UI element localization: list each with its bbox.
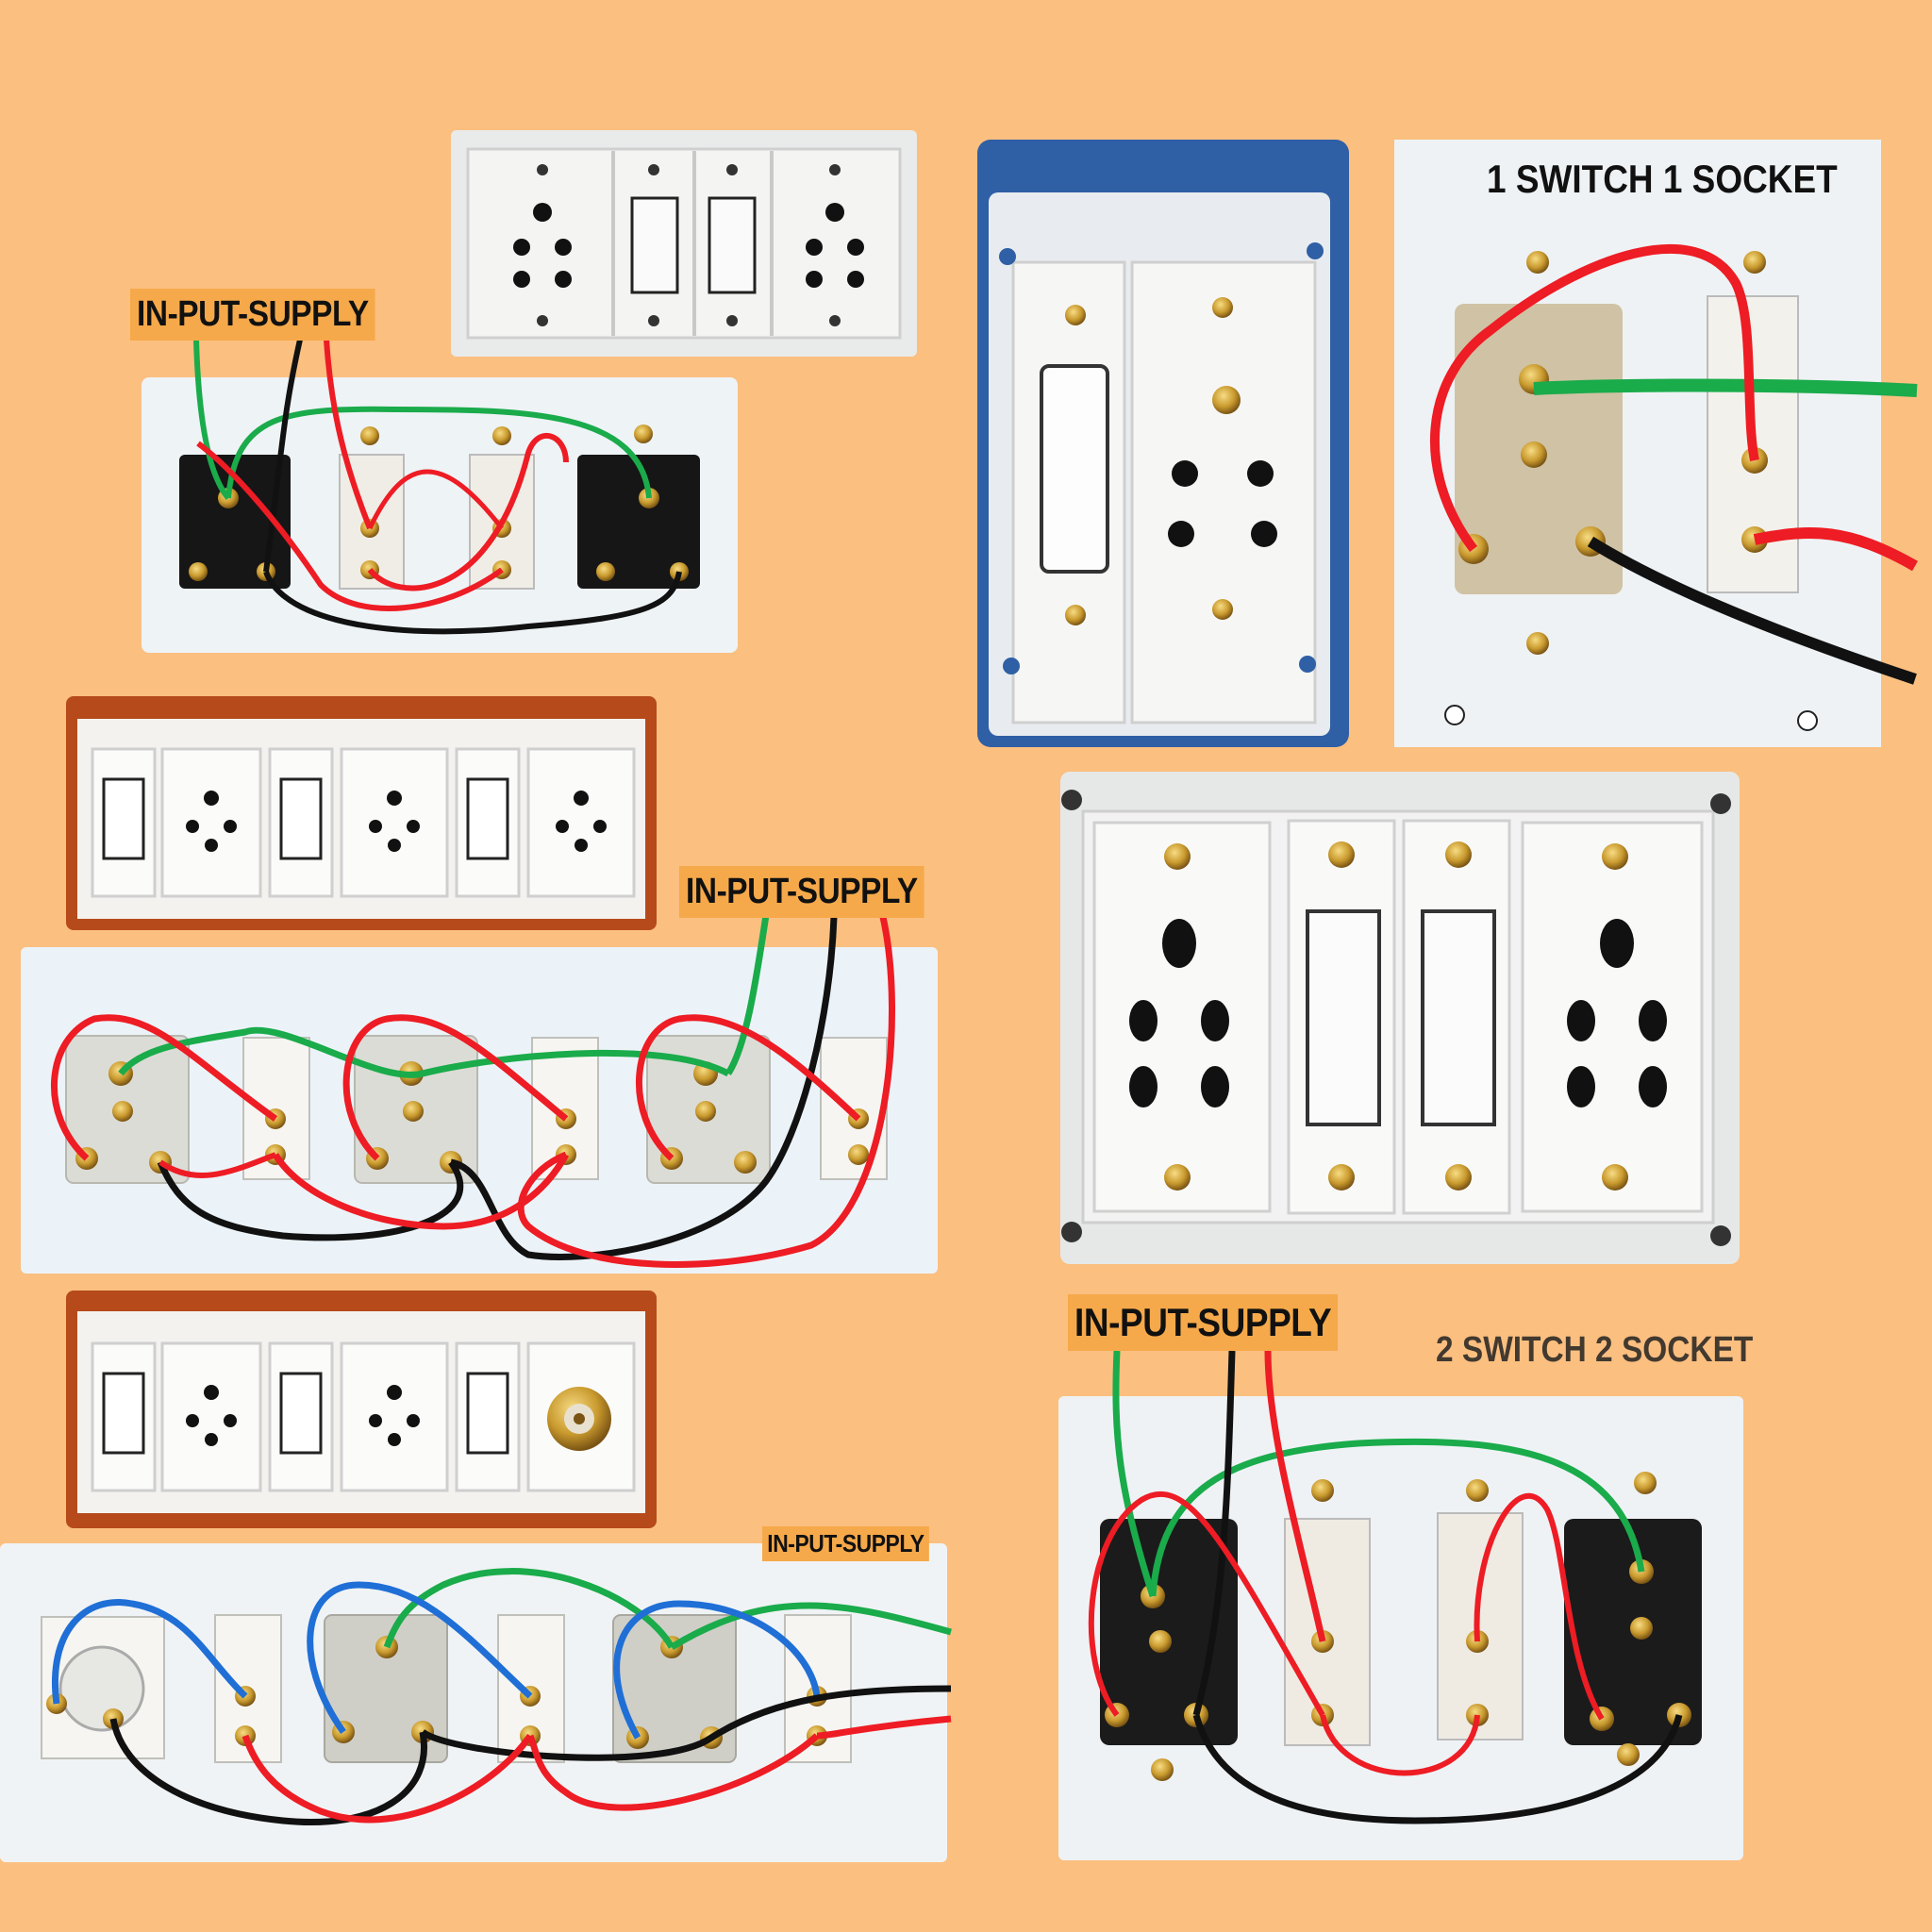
socket-icon [806,164,864,326]
switch-icon [466,1372,509,1455]
input-supply-label: IN-PUT-SUPPLY [762,1526,929,1561]
front-board-2-switch-2-socket-large [1060,772,1740,1264]
board-title: 2 SWITCH 2 SOCKET [1436,1330,1754,1370]
socket-icon [186,1385,420,1446]
back-wiring-1-switch-1-socket [1394,140,1918,747]
back-wiring-3-switch-2-socket-1-holder [0,1543,952,1862]
switch-icon [708,164,757,326]
input-supply-label: IN-PUT-SUPPLY [1068,1294,1339,1351]
switch-icon [102,777,145,860]
socket-icon [1168,386,1277,547]
socket-icon [1129,919,1229,1108]
back-wiring-2-switch-2-socket-small [142,339,738,653]
front-board-2-switch-2-socket-small [451,130,917,357]
switch-icon [1040,364,1109,574]
back-wiring-3-switch-3-socket [21,914,938,1274]
board-title: 1 SWITCH 1 SOCKET [1487,157,1838,201]
back-wiring-2-switch-2-socket-large [1058,1350,1743,1860]
switch-icon [102,1372,145,1455]
input-supply-label: IN-PUT-SUPPLY [679,866,924,918]
switch-icon [630,164,679,326]
front-board-3-switch-2-socket-1-holder [66,1291,657,1528]
front-board-1-switch-1-socket [977,140,1349,747]
socket-icon [513,164,572,326]
input-supply-label: IN-PUT-SUPPLY [130,289,375,341]
front-board-3-switch-3-socket [66,696,657,930]
switch-icon [466,777,509,860]
bulb-holder-icon [547,1387,611,1451]
socket-icon [186,791,607,852]
socket-icon [1567,919,1667,1108]
switch-icon [279,1372,323,1455]
switch-icon [1306,909,1381,1126]
switch-icon [1421,909,1496,1126]
switch-icon [279,777,323,860]
